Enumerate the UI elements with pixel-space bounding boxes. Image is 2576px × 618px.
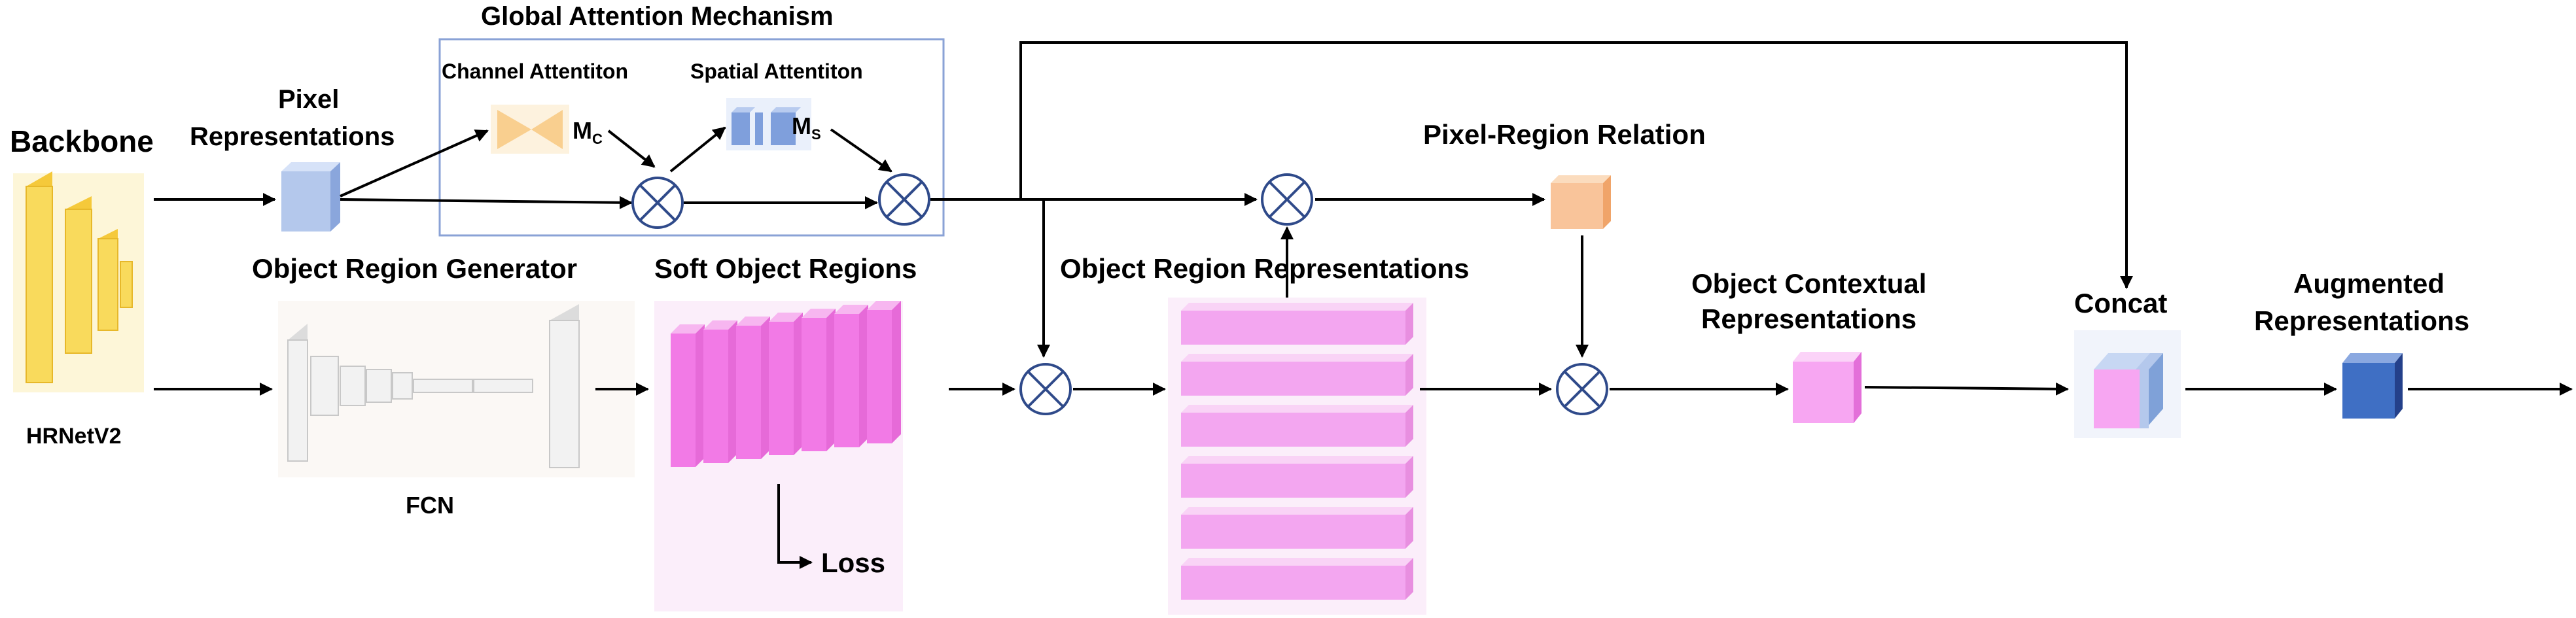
region-representation-bar bbox=[1181, 405, 1413, 447]
ms-label: MS bbox=[792, 112, 821, 143]
channel-attention-bowtie bbox=[491, 105, 569, 154]
augmented-label-1: Augmented bbox=[2293, 268, 2444, 299]
multiply-operator-icon bbox=[1019, 363, 1072, 415]
object-contextual-cube bbox=[1793, 352, 1861, 423]
connections bbox=[154, 41, 2573, 569]
augmented-label-2: Representations bbox=[2254, 305, 2469, 336]
pixel-region-relation-label: Pixel-Region Relation bbox=[1423, 119, 1706, 150]
multiply-operator-icon bbox=[1261, 173, 1313, 226]
soft-region-slab bbox=[671, 324, 705, 467]
hrnet-label: HRNetV2 bbox=[26, 424, 121, 449]
arrow-ms-to-multiply2 bbox=[830, 128, 892, 173]
arrow-contextual-to-concat bbox=[1864, 382, 2069, 396]
loss-label: Loss bbox=[821, 547, 885, 578]
augmented-representations-cube bbox=[2342, 353, 2403, 419]
global-attention-title: Global Attention Mechanism bbox=[481, 2, 834, 31]
multiply-operator-icon bbox=[878, 173, 930, 226]
region-representation-bar bbox=[1181, 456, 1413, 498]
pixel-representations-label: Representations bbox=[190, 122, 395, 151]
backbone-block bbox=[13, 171, 144, 392]
mc-label: MC bbox=[573, 117, 603, 147]
soft-region-slab bbox=[703, 320, 737, 463]
object-contextual-label-2: Representations bbox=[1701, 303, 1916, 334]
arrow-pixel-to-channel bbox=[340, 129, 489, 197]
multiply-operators bbox=[631, 173, 1608, 415]
concat-label: Concat bbox=[2074, 288, 2167, 318]
object-region-representations-bars bbox=[1168, 298, 1426, 615]
spatial-attention-blocks bbox=[726, 98, 811, 150]
soft-region-slab bbox=[867, 301, 901, 443]
arrow-to-loss bbox=[777, 484, 813, 569]
pixel-label: Pixel bbox=[278, 85, 339, 114]
multiply-operator-icon bbox=[631, 177, 684, 229]
concat-cube bbox=[2074, 330, 2181, 438]
object-region-generator-label: Object Region Generator bbox=[252, 253, 577, 284]
soft-region-slab bbox=[834, 305, 868, 447]
pixel-representations-cube bbox=[281, 162, 340, 232]
soft-region-slab bbox=[736, 317, 770, 459]
pixel-region-relation-cube bbox=[1551, 175, 1611, 229]
arrow-multiply1-to-spatial bbox=[669, 126, 726, 173]
global-attention-box bbox=[438, 38, 945, 237]
fcn-network bbox=[278, 301, 635, 477]
region-representation-bar bbox=[1181, 354, 1413, 396]
arrow-mc-to-multiply1 bbox=[607, 129, 656, 168]
arrow-to-concat-top bbox=[1019, 41, 2133, 289]
soft-object-regions-label: Soft Object Regions bbox=[654, 253, 917, 284]
fcn-label: FCN bbox=[406, 492, 454, 519]
region-representation-bar bbox=[1181, 303, 1413, 345]
arrow-pixel-to-multiply1 bbox=[340, 196, 633, 209]
backbone-label: Backbone bbox=[10, 124, 154, 158]
region-representation-bar bbox=[1181, 558, 1413, 600]
spatial-attention-label: Spatial Attentiton bbox=[690, 60, 863, 83]
object-contextual-label-1: Object Contextual bbox=[1691, 268, 1926, 299]
multiply-operator-icon bbox=[1556, 363, 1608, 415]
region-representation-bar bbox=[1181, 507, 1413, 549]
soft-region-slab bbox=[769, 313, 803, 455]
soft-region-slab bbox=[802, 309, 836, 451]
object-region-representations-label: Object Region Representations bbox=[1060, 253, 1469, 284]
channel-attention-label: Channel Attentiton bbox=[442, 60, 628, 83]
